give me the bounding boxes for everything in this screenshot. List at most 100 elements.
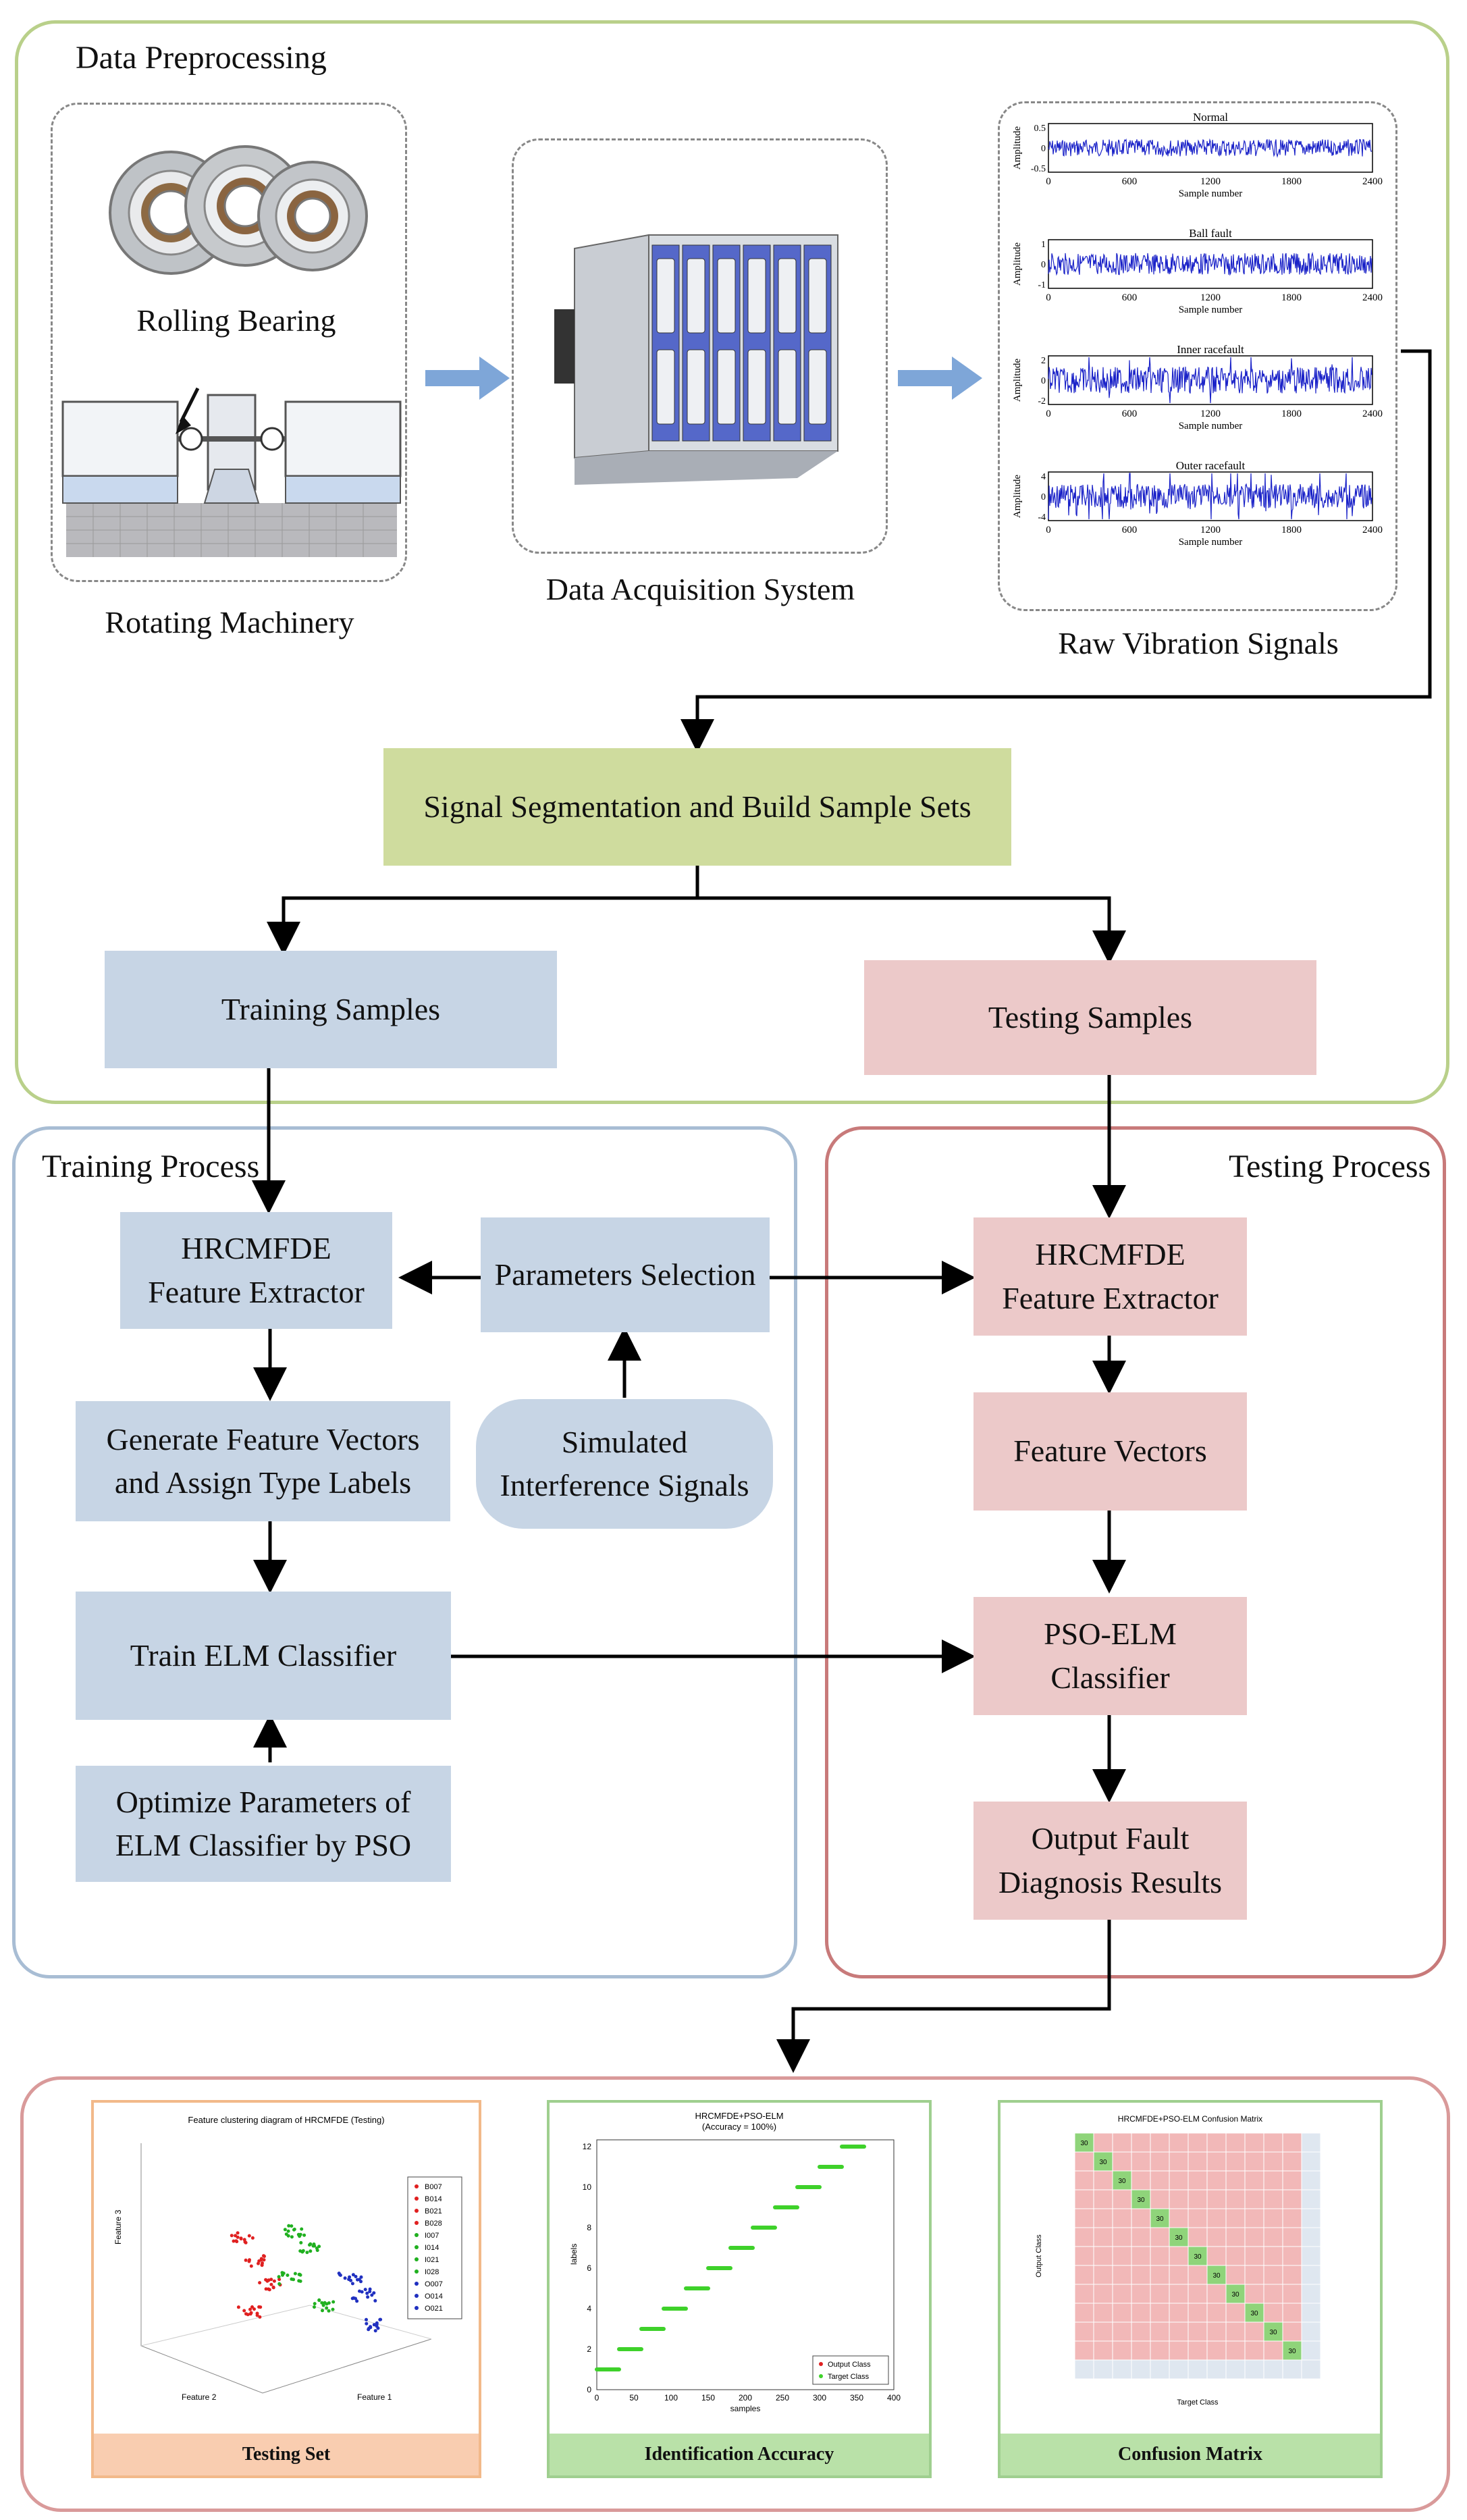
confusion-cell [1131,2189,1151,2209]
signal-xlabel: Sample number [1179,537,1243,548]
confusion-cell [1301,2189,1321,2209]
confusion-cell [1150,2170,1170,2190]
confusion-diag-value: 30 [1231,2291,1239,2299]
scatter-point [367,2328,371,2332]
signal-xtick: 1200 [1200,176,1221,187]
generate-vectors-line2: and Assign Type Labels [114,1465,412,1500]
scatter-point [252,2307,256,2311]
accuracy-ytick: 10 [583,2182,592,2192]
signal-waveform [1048,252,1372,276]
pso-elm-line1: PSO-ELM [1044,1617,1177,1652]
accuracy-ytick: 12 [583,2142,592,2151]
scatter-point [267,2278,271,2282]
training-process-panel [12,1126,797,1978]
confusion-cell [1112,2170,1132,2190]
simulated-line1: Simulated [561,1424,688,1459]
confusion-cell [1225,2359,1246,2380]
confusion-cell [1282,2359,1302,2380]
scatter-point [315,2247,319,2250]
scatter-point [271,2285,275,2289]
confusion-cell [1131,2227,1151,2247]
testing-process-label: Testing Process [1229,1149,1431,1184]
scatter-point [286,2274,290,2277]
confusion-cell [1188,2246,1208,2266]
pso-elm-line2: Classifier [1050,1660,1170,1695]
scatter-point [343,2276,347,2280]
scatter-point [321,2309,324,2313]
confusion-cell [1074,2227,1094,2247]
confusion-cell [1206,2189,1227,2209]
confusion-cell [1206,2208,1227,2228]
testing-set-thumbnail: Feature clustering diagram of HRCMFDE (T… [91,2100,481,2478]
signal-xtick: 1200 [1200,525,1221,535]
confusion-cell [1301,2208,1321,2228]
signal-title: Outer racefault [1176,459,1246,472]
scatter-point [363,2288,367,2292]
confusion-cell [1131,2359,1151,2380]
scatter-axis2: Feature 2 [182,2392,217,2402]
confusion-cell [1282,2208,1302,2228]
confusion-title: HRCMFDE+PSO-ELM Confusion Matrix [1118,2114,1262,2124]
scatter-point [365,2291,369,2295]
confusion-diag-value: 30 [1118,2178,1126,2185]
confusion-cell [1093,2265,1113,2285]
confusion-cell [1112,2321,1132,2342]
signal-xtick: 0 [1046,525,1051,535]
confusion-cell [1093,2303,1113,2323]
accuracy-xtick: 250 [776,2393,789,2403]
confusion-cell [1225,2151,1246,2172]
confusion-cell [1206,2284,1227,2304]
scatter-point [331,2300,336,2304]
scatter-legend-marker [415,2282,419,2286]
confusion-cell [1244,2189,1264,2209]
confusion-cell [1206,2132,1227,2153]
confusion-cell [1225,2284,1246,2304]
optimize-line2: ELM Classifier by PSO [115,1828,412,1862]
confusion-cell [1112,2208,1132,2228]
scatter-point [368,2287,372,2291]
confusion-cell [1244,2132,1264,2153]
scatter-point [250,2236,255,2240]
signal-xtick: 0 [1046,409,1051,419]
scatter-point [258,2281,262,2285]
confusion-cell [1150,2340,1170,2361]
testing-set-caption: Testing Set [94,2434,479,2475]
confusion-cell [1244,2265,1264,2285]
confusion-diag-value: 30 [1080,2140,1088,2147]
signal-xtick: 600 [1122,176,1138,187]
confusion-cell [1263,2265,1283,2285]
machine-image [61,387,402,557]
confusion-cell [1244,2284,1264,2304]
scatter-point [325,2302,329,2306]
confusion-cell [1131,2284,1151,2304]
scatter-point [249,2264,253,2268]
scatter-point [258,2315,262,2319]
confusion-cell [1093,2170,1113,2190]
confusion-cell [1263,2132,1283,2153]
scatter-point [354,2275,358,2278]
confusion-cell [1282,2189,1302,2209]
accuracy-xtick: 100 [664,2393,678,2403]
scatter-axes [140,2143,432,2394]
accuracy-xtick: 0 [595,2393,599,2403]
confusion-cell [1131,2303,1151,2323]
scatter-point [298,2273,302,2277]
confusion-xlabel: Target Class [1177,2398,1219,2407]
confusion-cell [1074,2340,1094,2361]
confusion-cell [1150,2189,1170,2209]
confusion-cell [1263,2359,1283,2380]
accuracy-legend-label: Target Class [828,2373,870,2381]
confusion-cell [1206,2340,1227,2361]
signal-xtick: 0 [1046,292,1051,303]
confusion-cell [1263,2284,1283,2304]
confusion-cell [1093,2284,1113,2304]
scatter-legend-label: O021 [425,2305,443,2313]
scatter-point [376,2326,380,2330]
scatter-point [290,2235,294,2239]
scatter-point [299,2240,303,2245]
confusion-cell [1282,2321,1302,2342]
scatter-point [327,2309,331,2313]
